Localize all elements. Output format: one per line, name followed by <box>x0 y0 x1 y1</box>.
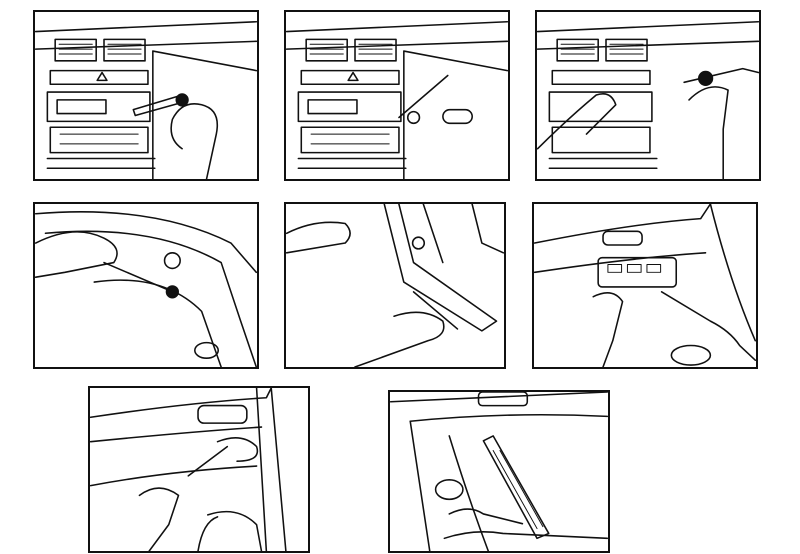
step-5-panel <box>284 202 506 369</box>
step-2-panel <box>284 10 510 181</box>
door-frame-trim-icon <box>286 204 504 367</box>
step-1-panel <box>33 10 259 181</box>
door-switch-panel-icon <box>534 204 756 367</box>
step-6-panel <box>532 202 758 369</box>
step-8-panel <box>388 390 610 553</box>
door-handle-trim-icon <box>90 388 287 551</box>
dashboard-radio-pry-tool-icon <box>35 20 257 179</box>
step-4-panel <box>33 202 259 369</box>
step-3-panel <box>535 10 761 181</box>
step-7-panel <box>88 386 310 553</box>
door-armrest-trim-icon <box>390 392 608 551</box>
door-panel-clip-icon <box>35 211 257 367</box>
dashboard-trim-pry-icon <box>537 20 759 179</box>
dashboard-radio-hook-tool-icon <box>286 20 508 179</box>
